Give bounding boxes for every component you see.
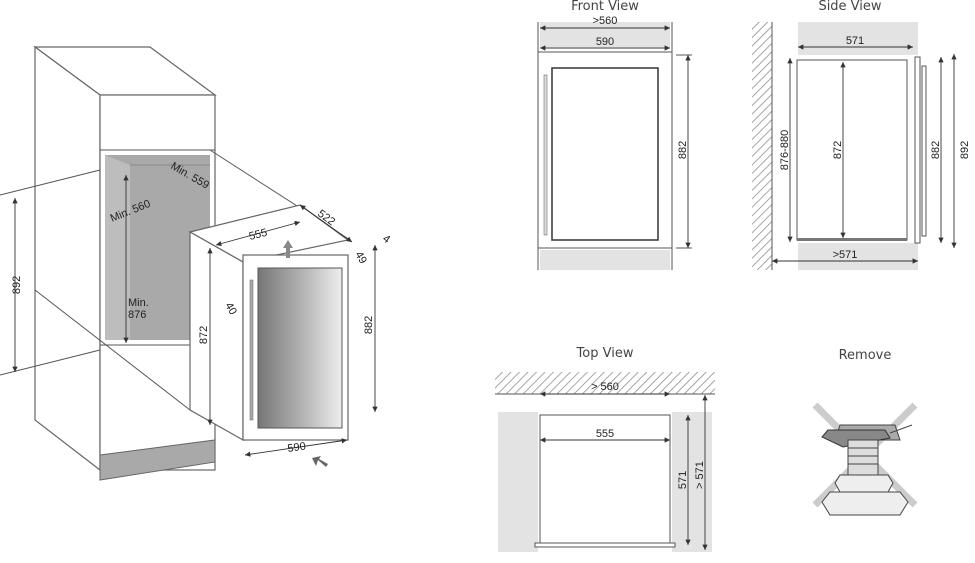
front-view: Front View >560 590 882: [537, 0, 692, 270]
side-niche-height-dim: 876-880: [779, 130, 791, 170]
dim-min-876: 876: [128, 309, 146, 321]
side-depth-dim: 571: [846, 35, 864, 47]
side-view-title: Side View: [818, 0, 881, 14]
side-door-height-dim: 882: [930, 141, 942, 159]
dim-4: 4: [380, 233, 392, 246]
side-total-height-dim: 892: [959, 141, 971, 159]
dim-892: 892: [11, 276, 23, 294]
adjustable-foot-icon: [812, 402, 918, 516]
side-view: Side View 571 876-880 872 882 892 >571: [752, 0, 971, 270]
door-handle: [249, 279, 254, 421]
top-niche-depth-dim: > 571: [694, 461, 706, 489]
arrow-in-icon: [312, 456, 328, 467]
glass-door: [257, 267, 343, 429]
dim-min-876-label: Min.: [128, 297, 149, 309]
side-niche-depth-dim: >571: [833, 249, 858, 261]
top-niche-dim: > 560: [591, 381, 619, 393]
front-height-dim: 882: [677, 141, 689, 159]
dim-49: 49: [352, 250, 369, 267]
front-niche-dim: >560: [593, 15, 618, 27]
dim-872: 872: [198, 326, 210, 344]
dim-590: 590: [287, 441, 307, 455]
front-view-title: Front View: [571, 0, 639, 14]
dim-882: 882: [363, 316, 375, 334]
top-view-title: Top View: [576, 346, 634, 361]
niche-opening: [105, 155, 210, 340]
top-view: Top View > 560 555 571 > 571: [495, 346, 715, 552]
wine-cooler: [188, 204, 350, 467]
front-width-dim: 590: [596, 36, 614, 48]
top-width-dim: 555: [596, 428, 614, 440]
side-body-height-dim: 872: [832, 141, 844, 159]
isometric-installation: 892 Min. 876 Min. 560 Min. 559 555 522 4…: [0, 45, 392, 481]
dim-555: 555: [248, 227, 269, 243]
cooler-dimensions: 555 522 4 49 40 872 882 590: [198, 204, 392, 457]
dim-40: 40: [222, 301, 239, 318]
remove-title: Remove: [839, 348, 892, 363]
top-depth-dim: 571: [677, 471, 689, 489]
remove-illustration: Remove: [812, 348, 918, 516]
